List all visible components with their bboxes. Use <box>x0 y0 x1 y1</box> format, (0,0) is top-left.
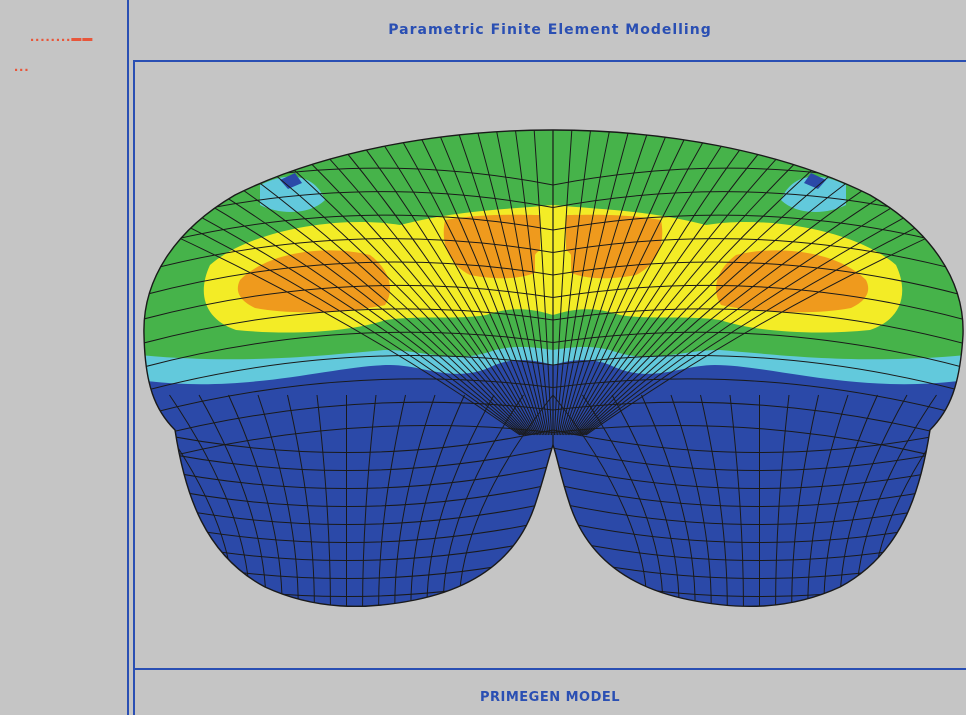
mesh-lobe-column <box>700 394 728 607</box>
dash-tail: ▬▬ <box>71 33 94 44</box>
mesh-radial-line <box>439 136 545 436</box>
mesh-radial-line <box>458 134 546 436</box>
mesh-radial-line <box>578 183 873 436</box>
mesh-radial-line <box>402 141 542 436</box>
mesh-radial-line <box>582 203 929 436</box>
mesh-lobe-column <box>641 394 696 607</box>
mesh-radial-line <box>496 131 549 436</box>
mesh-radial-line <box>421 138 543 436</box>
mesh-lobe-column <box>287 394 315 607</box>
top-frame-line <box>133 60 966 62</box>
mesh-radial-line <box>327 156 536 436</box>
window-title: Parametric Finite Element Modelling <box>388 22 712 38</box>
mesh-lobe-column <box>670 394 712 607</box>
bottom-frame-line <box>133 668 966 670</box>
mesh-radial-line <box>566 144 723 436</box>
left-frame-line-outer <box>127 0 129 715</box>
progress-dots-row-2: ... <box>14 58 30 75</box>
mesh-radial-line <box>561 136 667 436</box>
mesh-radial-line <box>584 211 948 436</box>
mesh-lobe-column <box>410 394 465 607</box>
fe-model-viewport[interactable] <box>140 65 966 668</box>
mesh-radial-line <box>233 183 528 436</box>
mesh-lobe-column <box>316 394 331 607</box>
mesh-radial-line <box>143 219 521 436</box>
mesh-radial-line <box>383 144 540 436</box>
mesh-lobe-column <box>775 394 790 607</box>
fe-mesh-plot <box>143 129 964 608</box>
mesh-radial-line <box>214 189 527 436</box>
mesh-radial-line <box>576 177 854 436</box>
progress-dots-row-1: ........▬▬ <box>30 28 93 45</box>
mesh-radial-line <box>554 130 573 436</box>
mesh-radial-line <box>573 166 817 436</box>
mesh-radial-line <box>560 134 648 436</box>
mesh-radial-line <box>558 132 629 436</box>
mesh-radial-line <box>271 171 531 436</box>
mesh-lobe-column <box>362 394 377 607</box>
mesh-radial-line <box>177 203 524 436</box>
mesh-lobe-column <box>378 394 406 607</box>
mesh-lobe-column <box>791 394 819 607</box>
mesh-radial-line <box>555 130 591 436</box>
mesh-radial-line <box>557 131 610 436</box>
mesh-radial-line <box>572 161 798 436</box>
mesh-radial-line <box>308 161 534 436</box>
mesh-radial-line <box>579 189 892 436</box>
left-frame-line-inner <box>133 60 135 715</box>
mesh-radial-line <box>252 177 530 436</box>
mesh-radial-line <box>585 219 964 436</box>
model-label: PRIMEGEN MODEL <box>479 690 621 705</box>
mesh-lobe-column <box>394 394 436 607</box>
mesh-radial-line <box>567 148 742 436</box>
mesh-radial-line <box>564 141 704 436</box>
mesh-radial-line <box>515 130 551 436</box>
mesh-radial-line <box>533 130 552 436</box>
mesh-radial-line <box>575 171 835 436</box>
mesh-radial-line <box>570 156 779 436</box>
mesh-radial-line <box>364 148 539 436</box>
mesh-lobe-column <box>729 394 744 607</box>
dots-row-1: ........ <box>30 28 72 45</box>
mesh-radial-line <box>563 138 685 436</box>
mesh-radial-line <box>477 132 548 436</box>
mesh-radial-line <box>158 211 522 436</box>
mesh-radial-line <box>289 166 533 436</box>
